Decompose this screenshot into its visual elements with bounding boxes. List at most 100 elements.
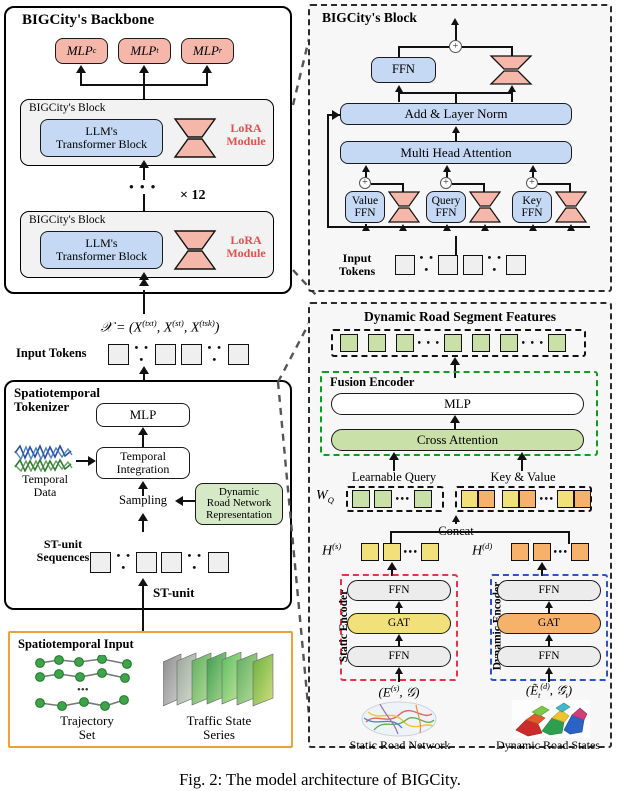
block-residual-to-norm [327,114,340,116]
backbone-to-heads-line [143,85,146,99]
dynamic-in-arrow-icon [545,667,553,674]
sampling-to-ti-arrow-icon [138,481,148,489]
value-ffn-box[interactable]: Value FFN [345,191,385,223]
dynamic-features-group [331,329,586,357]
static-ffn-top[interactable]: FFN [347,580,451,601]
wq-subscript: Q [327,494,334,505]
lora-module-2-icon[interactable] [173,230,217,270]
static-in-arrow-icon [395,667,403,674]
lora-query-icon[interactable] [469,191,501,223]
key-ffn-box[interactable]: Key FFN [512,191,552,223]
tokenizer-mlp-box[interactable]: MLP [96,403,190,427]
llm-transformer-block-2[interactable]: LLM's Transformer Block [40,231,163,269]
llm-transformer-block-1[interactable]: LLM's Transformer Block [40,119,163,157]
dynamic-road-network-representation-box[interactable]: Dynamic Road Network Representation [195,483,283,525]
hd-label: H(d) [472,541,492,560]
temporal-integration-box[interactable]: Temporal Integration [96,447,190,479]
bus-arrow-vlora-icon [399,224,407,231]
tokens-equation-text: 𝒳 = (X(txt), X(st), X(tsk)) [100,318,220,336]
static-ffn-to-gat-arrow-icon [395,634,403,641]
lora-top-icon[interactable] [489,55,533,85]
dynamic-repr-arrow-icon [175,496,183,506]
trajectory-set-label: Trajectory Set [32,714,142,741]
query-add-line [452,183,484,185]
lora-key-icon[interactable] [555,191,587,223]
stunit-in-line [142,584,145,610]
dynamic-enc-out-arrow-icon [537,562,547,570]
residual-top-right-line [462,46,512,48]
stunit-in-arrow-icon [138,578,148,586]
backbone-repeat-label: × 12 [180,188,206,203]
static-ffn-to-gat [398,641,400,647]
dynamic-in-line [548,674,550,682]
dynamic-gat-box[interactable]: GAT [497,613,601,634]
key-value-label: Key & Value [490,470,556,485]
query-add-down [483,183,485,196]
fusion-to-features-arrow-icon [450,357,460,365]
block-detail-token-3 [463,255,483,275]
road-repr-panel [308,302,612,748]
sampling-to-ti-line [142,489,145,496]
head-branch-c [80,72,83,86]
query-ffn-box[interactable]: Query FFN [426,191,466,223]
cross-attention-box[interactable]: Cross Attention [331,429,584,451]
static-ffn-bottom-label: FFN [388,650,410,663]
key-add-down [569,183,571,196]
backbone-title: BIGCity's Backbone [22,12,155,28]
static-gat-box[interactable]: GAT [347,613,451,634]
kv-token-2a [502,490,519,508]
fusion-mlp-box[interactable]: MLP [331,393,584,415]
ti-to-mlp-arrow-icon [138,427,148,435]
multi-head-attention-box[interactable]: Multi Head Attention [340,141,572,164]
add-layer-norm-box[interactable]: Add & Layer Norm [340,103,572,125]
into-backbone-arrow-icon [139,278,149,286]
dyn-gat-to-ffn [548,608,550,614]
hs-symbol: H [322,543,333,559]
value-add-line [371,183,403,185]
bus-arrow-kffn-icon [529,224,537,231]
block-detail-in-line1: Input [342,251,372,265]
block-link-upper [143,166,146,180]
lora-module-1-icon[interactable] [173,118,217,158]
feature-token-7 [548,334,566,352]
static-road-network-image [360,700,438,738]
dynamic-gat-label: GAT [537,617,561,630]
dynamic-repr-line1: Dynamic [218,485,260,498]
static-ffn-bottom[interactable]: FFN [347,646,451,667]
static-gat-label: GAT [387,617,411,630]
dynamic-ffn-top[interactable]: FFN [497,580,601,601]
temporal-data-arrow-line [76,460,88,463]
backbone-block-2-title: BIGCity's Block [29,214,106,226]
backbone-block-1-title: BIGCity's Block [29,102,106,114]
fusion-encoder-title: Fusion Encoder [330,375,415,389]
key-to-attn-arrow-icon [529,165,537,172]
dynamic-ffn-bottom[interactable]: FFN [497,646,601,667]
dynamic-repr-arrow-line [183,500,195,503]
lora-2-line2: Module [226,245,266,260]
cross-to-mlp-line [454,422,457,430]
bus-v1 [365,224,367,227]
static-input-eq-text: (E(s), 𝒢) [378,684,420,700]
hs-superscript: (s) [332,541,342,551]
concat-bar [390,531,570,533]
attn-to-addnorm-arrow-icon [452,126,460,133]
hs-token-3 [421,543,439,561]
stunit-label: ST-unit [153,585,195,600]
traffic-state-series-label: Traffic State Series [158,714,280,741]
temporal-integration-line2: Integration [116,462,170,476]
residual-top-left-line [398,46,449,48]
value-add-icon: + [359,177,371,189]
input-tokens-bus-up [455,236,457,266]
hd-ellipsis: ••• [553,546,569,558]
llm-label-line2: Transformer Block [55,137,148,151]
svg-text:•••: ••• [77,684,89,696]
lora-value-icon[interactable] [388,191,420,223]
ffn-top-box[interactable]: FFN [371,57,436,83]
query-to-attn-arrow-icon [443,165,451,172]
feature-ellipsis-2: • • • [521,337,545,349]
hs-token-1 [361,543,379,561]
wq-label: WQ [316,488,334,505]
